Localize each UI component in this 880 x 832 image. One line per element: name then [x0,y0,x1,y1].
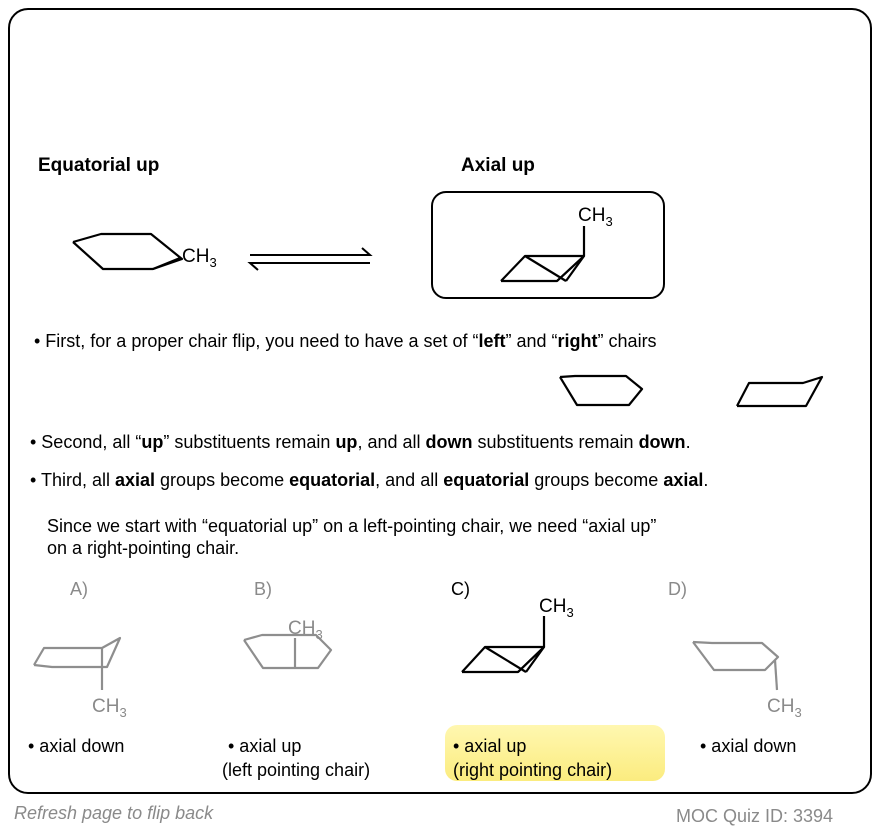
option-b-ch3-label: CH3 [288,618,323,642]
option-d-structure [692,640,780,691]
bullet-first: • First, for a proper chair flip, you ne… [34,331,657,351]
bullet-second: • Second, all “up” substituents remain u… [30,432,691,452]
ch3-label-top-left: CH3 [182,246,217,270]
option-a-structure [33,636,122,690]
option-d-ch3-label: CH3 [767,696,802,720]
option-c-ch3-label: CH3 [539,596,574,620]
explanation-line-1: Since we start with “equatorial up” on a… [47,516,657,536]
option-a-ch3-label: CH3 [92,696,127,720]
explanation-line-2: on a right-pointing chair. [47,538,240,558]
selected-answer-highlight [445,725,665,781]
option-b-description-sub[interactable]: (left pointing chair) [222,760,371,780]
option-d-letter[interactable]: D) [668,579,687,599]
refresh-hint: Refresh page to flip back [14,803,214,823]
option-a-description[interactable]: • axial down [28,736,125,756]
option-c-description[interactable]: • axial up [453,736,527,756]
option-b-description[interactable]: • axial up [228,736,302,756]
quiz-card [8,8,872,794]
quiz-id: MOC Quiz ID: 3394 [676,806,834,826]
option-c-letter[interactable]: C) [451,579,470,599]
option-c-description-sub[interactable]: (right pointing chair) [453,760,613,780]
option-a-letter[interactable]: A) [70,579,88,599]
option-b-letter[interactable]: B) [254,579,272,599]
option-b-structure [243,633,333,670]
ch3-label-boxed: CH3 [578,205,613,229]
equatorial-up-heading: Equatorial up [38,155,160,176]
bullet-third: • Third, all axial groups become equator… [30,470,709,490]
axial-up-heading: Axial up [461,155,535,176]
option-c-structure [461,616,546,674]
option-d-description[interactable]: • axial down [700,736,797,756]
